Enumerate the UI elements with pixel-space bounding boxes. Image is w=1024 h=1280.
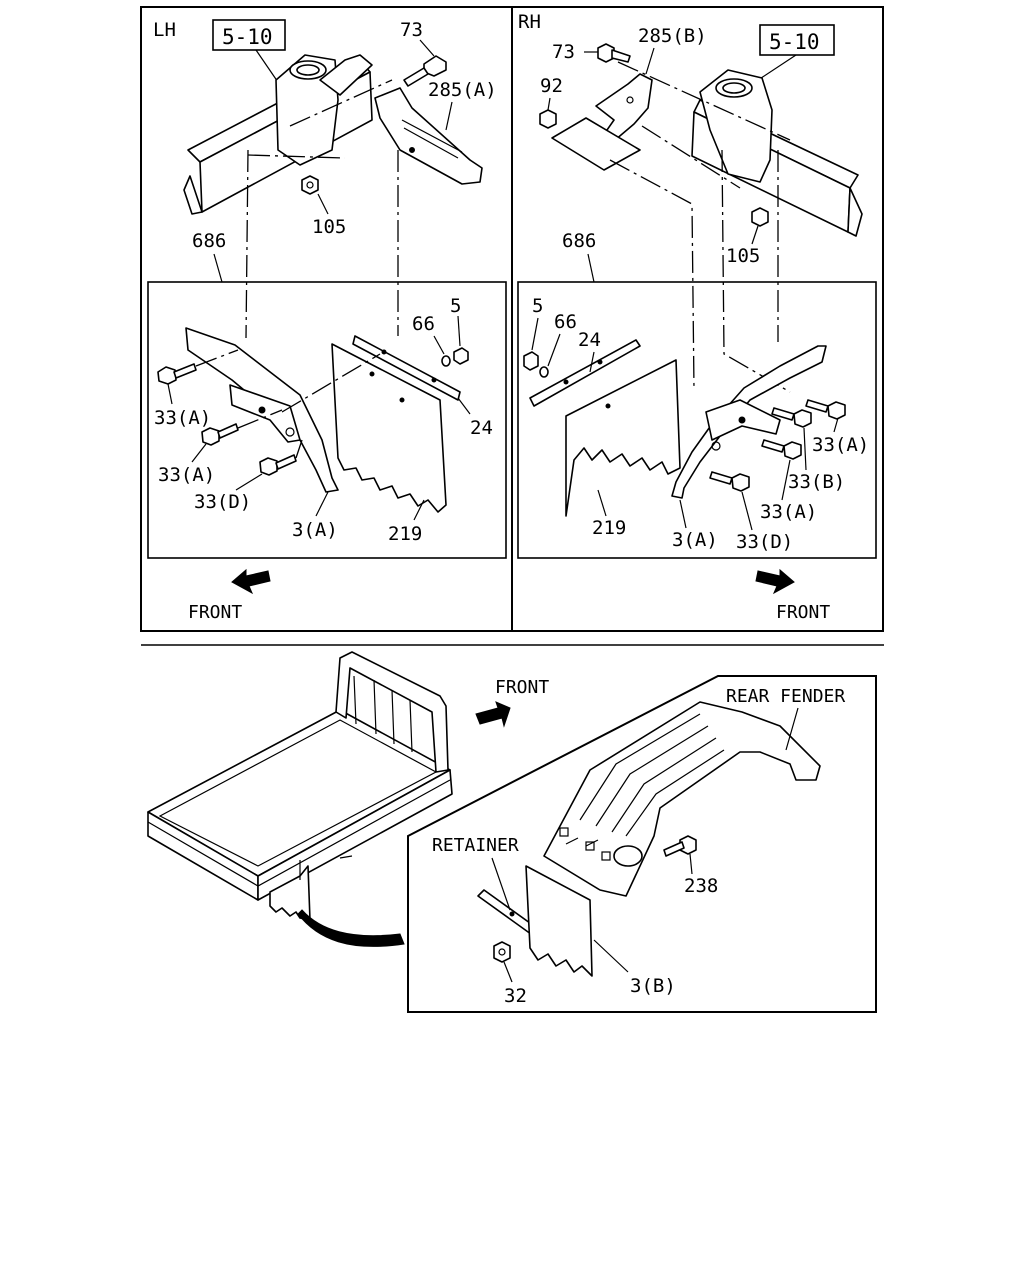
- lh-bolt-73-icon: [403, 55, 447, 87]
- rh-nut-105-icon: [751, 207, 769, 227]
- rh-panel: RH 5-10 73 285(B): [517, 11, 877, 623]
- rh-label-92: 92: [540, 75, 563, 97]
- rh-shock-mount: [699, 69, 773, 183]
- rear-fender: [543, 701, 821, 897]
- lh-ref-box: [212, 19, 286, 51]
- rh-bolt-33a-upper-icon: [805, 399, 846, 420]
- lh-label-5: 5: [450, 295, 461, 317]
- lh-label-105: 105: [312, 216, 346, 238]
- lh-label-219: 219: [388, 523, 422, 545]
- rh-bolt-33b-icon: [771, 407, 812, 428]
- rh-bolt-33a-lower-icon: [761, 439, 802, 460]
- rh-label-686: 686: [562, 230, 596, 252]
- nut-32-icon: [493, 941, 511, 963]
- rh-bolt-73-icon: [597, 43, 631, 63]
- lh-label-33a-upper: 33(A): [154, 407, 211, 429]
- rear-fender-detail-frame: [407, 675, 877, 1013]
- rh-label-66: 66: [554, 311, 577, 333]
- lh-label-24: 24: [470, 417, 493, 439]
- rear-fender-label: REAR FENDER: [726, 686, 845, 707]
- rh-nut-5-icon: [523, 351, 539, 371]
- detail-pointer-arrow-icon: [297, 909, 405, 947]
- rh-label-3a: 3(A): [672, 529, 718, 551]
- rh-mud-bracket-3a: [671, 345, 827, 499]
- bolt-238-icon: [663, 835, 697, 857]
- rh-ref-box: [759, 24, 835, 56]
- rh-nut-92-icon: [539, 109, 557, 129]
- label-32: 32: [504, 985, 527, 1007]
- rh-front-arrow-icon: [755, 568, 795, 595]
- lh-nut-105-icon: [301, 175, 319, 195]
- lh-bolt-33a-lower-icon: [201, 423, 239, 446]
- lh-nut-5-icon: [453, 347, 469, 365]
- rh-label-219: 219: [592, 517, 626, 539]
- label-3b: 3(B): [630, 975, 676, 997]
- rh-washer-66-icon: [539, 366, 549, 378]
- rh-label-33a-upper: 33(A): [812, 434, 869, 456]
- mud-bracket-3b: [525, 865, 593, 977]
- lh-label-73: 73: [400, 19, 423, 41]
- rh-mudflap-219: [565, 359, 681, 517]
- lh-label-66: 66: [412, 313, 435, 335]
- rh-label-33d: 33(D): [736, 531, 793, 553]
- rh-label-285b: 285(B): [638, 25, 707, 47]
- lh-label-33a-lower: 33(A): [158, 464, 215, 486]
- bottom-front-label: FRONT: [495, 677, 549, 698]
- lh-bracket-285a: [374, 87, 483, 185]
- lh-mud-bracket-3a: [185, 327, 339, 493]
- lh-mudflap-219: [331, 343, 447, 513]
- rh-front-label: FRONT: [776, 602, 830, 623]
- lh-front-arrow-icon: [231, 568, 271, 595]
- lh-label-686: 686: [192, 230, 226, 252]
- lh-label-3a: 3(A): [292, 519, 338, 541]
- lh-shock-mount: [275, 54, 373, 166]
- rh-bolt-33d-icon: [709, 471, 750, 492]
- label-238: 238: [684, 875, 718, 897]
- rh-ref-box-label: 5-10: [769, 30, 820, 54]
- lh-ref-box-label: 5-10: [222, 25, 273, 49]
- rh-retainer-24: [529, 339, 641, 407]
- lh-label-285a: 285(A): [428, 79, 497, 101]
- lh-bolt-33a-upper-icon: [157, 363, 197, 385]
- lh-bolt-33d-icon: [259, 454, 297, 476]
- lh-side-label: LH: [153, 19, 176, 41]
- rh-side-label: RH: [518, 11, 541, 33]
- lh-label-33d: 33(D): [194, 491, 251, 513]
- rh-label-5: 5: [532, 295, 543, 317]
- lh-panel: LH 5-10 73 285(A): [147, 19, 507, 623]
- lh-front-label: FRONT: [188, 602, 242, 623]
- rh-label-105: 105: [726, 245, 760, 267]
- rh-label-24: 24: [578, 329, 601, 351]
- rh-bracket-285b: [551, 73, 653, 171]
- lh-washer-66-icon: [441, 355, 451, 367]
- rh-label-33b: 33(B): [788, 471, 845, 493]
- bottom-panel: FRONT REAR FENDER 238 RETAINER: [147, 651, 877, 1013]
- rh-label-33a-lower: 33(A): [760, 501, 817, 523]
- rh-label-73: 73: [552, 41, 575, 63]
- truck-bed: [147, 651, 453, 921]
- lh-retainer-24: [352, 335, 461, 401]
- rh-assembly-686-box: [517, 281, 877, 559]
- bottom-front-arrow-icon: [475, 701, 511, 728]
- lh-assembly-686-box: [147, 281, 507, 559]
- retainer-label: RETAINER: [432, 835, 519, 856]
